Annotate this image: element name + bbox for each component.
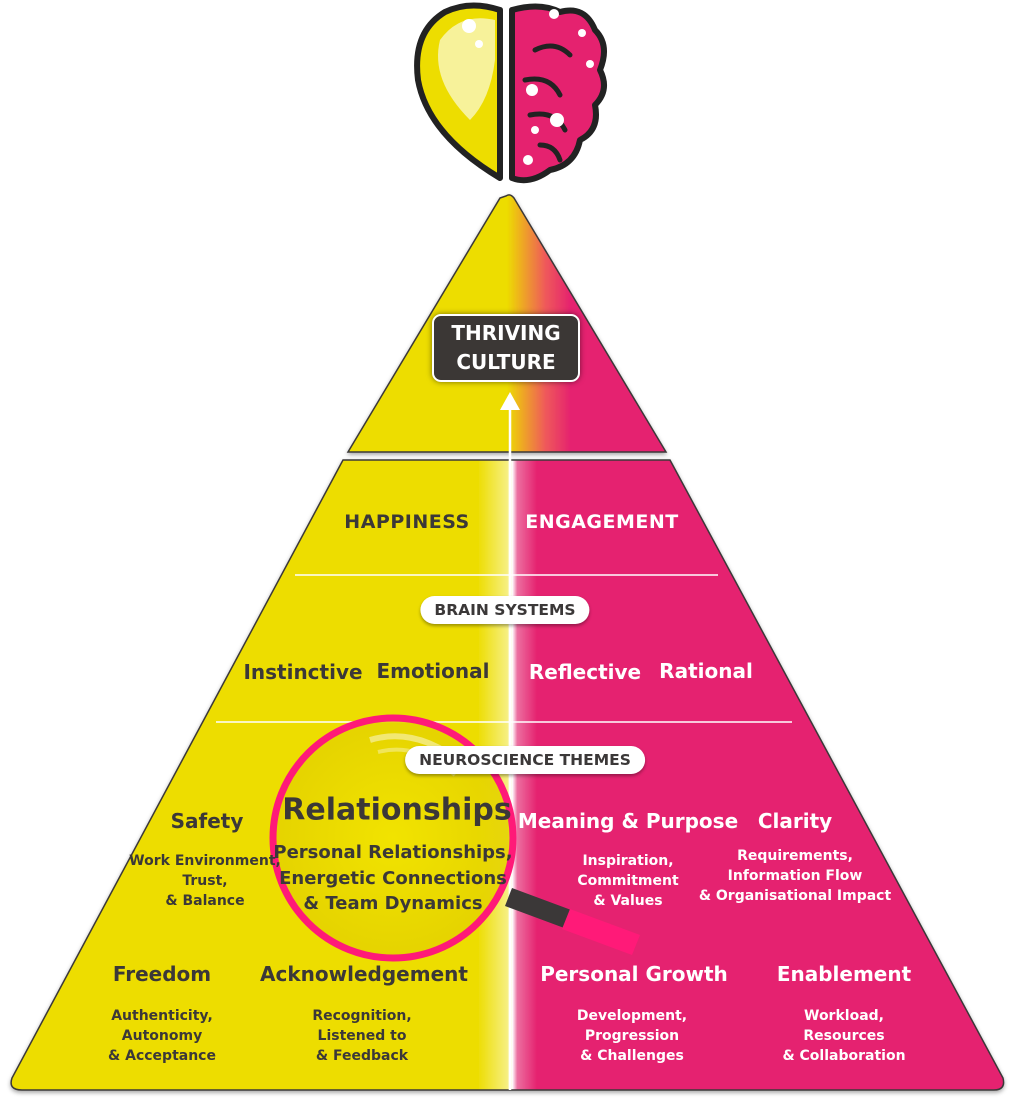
arrow-up-icon — [500, 392, 520, 410]
theme-clarity-title: Clarity — [757, 809, 833, 833]
theme-freedom-desc: Authenticity,Autonomy& Acceptance — [108, 1008, 216, 1064]
theme-acknowledgement-title: Acknowledgement — [260, 962, 468, 986]
thriving-culture-box: THRIVING CULTURE — [432, 314, 580, 382]
theme-relationships-title: Relationships — [282, 792, 512, 828]
theme-growth-desc: Development,Progression& Challenges — [576, 1008, 688, 1064]
theme-clarity-desc: Requirements,Information Flow& Organisat… — [698, 848, 892, 904]
theme-relationships-desc: Personal Relationships,Energetic Connect… — [273, 841, 513, 914]
neuroscience-themes-pill: NEUROSCIENCE THEMES — [405, 746, 645, 774]
heart-brain-icon — [414, 2, 607, 184]
theme-freedom-title: Freedom — [112, 962, 212, 986]
apex-line-2: CULTURE — [456, 350, 556, 374]
brain-system-emotional: Emotional — [376, 659, 490, 683]
brain-system-instinctive: Instinctive — [243, 660, 363, 684]
brain-system-rational: Rational — [659, 659, 753, 683]
pyramid-base — [10, 459, 1005, 1091]
theme-acknowledgement-desc: Recognition,Listened to& Feedback — [312, 1008, 412, 1064]
apex-line-1: THRIVING — [451, 321, 561, 345]
theme-safety-desc: Work Environment,Trust,& Balance — [129, 853, 281, 909]
theme-enablement-title: Enablement — [776, 962, 912, 986]
happiness-label: HAPPINESS — [344, 511, 470, 533]
brain-system-reflective: Reflective — [528, 660, 642, 684]
theme-meaning-title: Meaning & Purpose — [517, 809, 739, 833]
theme-growth-title: Personal Growth — [540, 962, 728, 986]
theme-safety-title: Safety — [170, 809, 244, 833]
theme-meaning-desc: Inspiration,Commitment& Values — [577, 853, 679, 909]
brain-systems-pill: BRAIN SYSTEMS — [420, 596, 590, 624]
engagement-label: ENGAGEMENT — [525, 511, 679, 533]
theme-enablement-desc: Workload,Resources& Collaboration — [782, 1008, 906, 1064]
